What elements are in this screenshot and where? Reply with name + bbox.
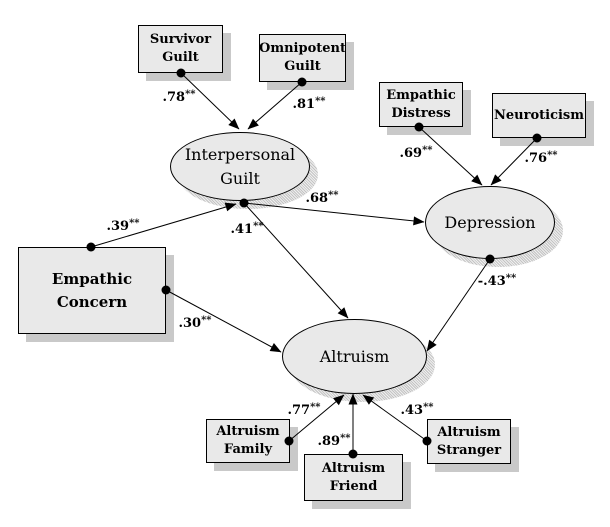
coefficient-survivor-guilt: .78** [162, 89, 195, 105]
significance-stars: ** [185, 89, 196, 100]
significance-stars: ** [201, 315, 212, 326]
node-label: Altruism Family [216, 424, 280, 457]
node-label: Altruism Stranger [436, 424, 502, 458]
node-label: Depression [444, 212, 536, 232]
node-depression: Depression [425, 186, 555, 259]
node-altruism-stranger: Altruism Stranger [427, 419, 511, 464]
coefficient-guilt-depression: .68** [305, 190, 338, 206]
node-label: Altruism Friend [321, 460, 386, 494]
coefficient-empathic-distress: .69** [399, 145, 432, 161]
node-altruism: Altruism [282, 319, 427, 394]
significance-stars: ** [315, 96, 326, 107]
node-empathic-concern: Empathic Concern [18, 247, 166, 334]
node-label: Omnipotent Guilt [259, 41, 346, 74]
coefficient-neuroticism: .76** [524, 150, 557, 166]
coefficient-value: .78 [162, 90, 186, 105]
node-label: Survivor Guilt [149, 32, 212, 65]
coefficient-value: .77 [287, 403, 311, 418]
node-label: Interpersonal Guilt [184, 145, 296, 188]
node-altruism-friend: Altruism Friend [304, 454, 403, 501]
coefficient-value: .69 [399, 146, 423, 161]
coefficient-value: .76 [524, 151, 548, 166]
coefficient-altruism-family: .77** [287, 402, 320, 418]
coefficient-value: .39 [106, 219, 130, 234]
coefficient-value: .30 [178, 316, 202, 331]
coefficient-empathic-concern-guilt: .39** [106, 218, 139, 234]
coefficient-altruism-stranger: .43** [400, 402, 433, 418]
coefficient-guilt-altruism: .41** [230, 221, 263, 237]
node-interpersonal-guilt: Interpersonal Guilt [170, 132, 310, 201]
coefficient-value: -.43 [477, 274, 506, 289]
significance-stars: ** [253, 221, 264, 232]
node-altruism-family: Altruism Family [206, 419, 290, 463]
node-label: Empathic Distress [386, 87, 456, 121]
significance-stars: ** [422, 145, 433, 156]
significance-stars: ** [423, 402, 434, 413]
significance-stars: ** [328, 190, 339, 201]
significance-stars: ** [505, 273, 517, 284]
node-survivor-guilt: Survivor Guilt [138, 25, 223, 73]
coefficient-value: .89 [317, 434, 341, 449]
coefficient-empathic-concern-altruism: .30** [178, 315, 211, 331]
node-neuroticism: Neuroticism [492, 93, 586, 138]
coefficient-value: .43 [400, 403, 424, 418]
node-label: Neuroticism [494, 107, 584, 123]
coefficient-altruism-friend: .89** [317, 433, 350, 449]
coefficient-value: .81 [292, 97, 316, 112]
significance-stars: ** [129, 218, 140, 229]
significance-stars: ** [547, 150, 558, 161]
node-omnipotent-guilt: Omnipotent Guilt [259, 34, 346, 82]
significance-stars: ** [310, 402, 321, 413]
node-empathic-distress: Empathic Distress [379, 82, 463, 127]
coefficient-value: .41 [230, 222, 254, 237]
node-label: Altruism [319, 346, 390, 366]
coefficient-depression-altruism: -.43** [478, 273, 516, 289]
coefficient-omnipotent-guilt: .81** [292, 96, 325, 112]
coefficient-value: .68 [305, 191, 329, 206]
node-label: Empathic Concern [51, 270, 133, 311]
significance-stars: ** [340, 433, 351, 444]
